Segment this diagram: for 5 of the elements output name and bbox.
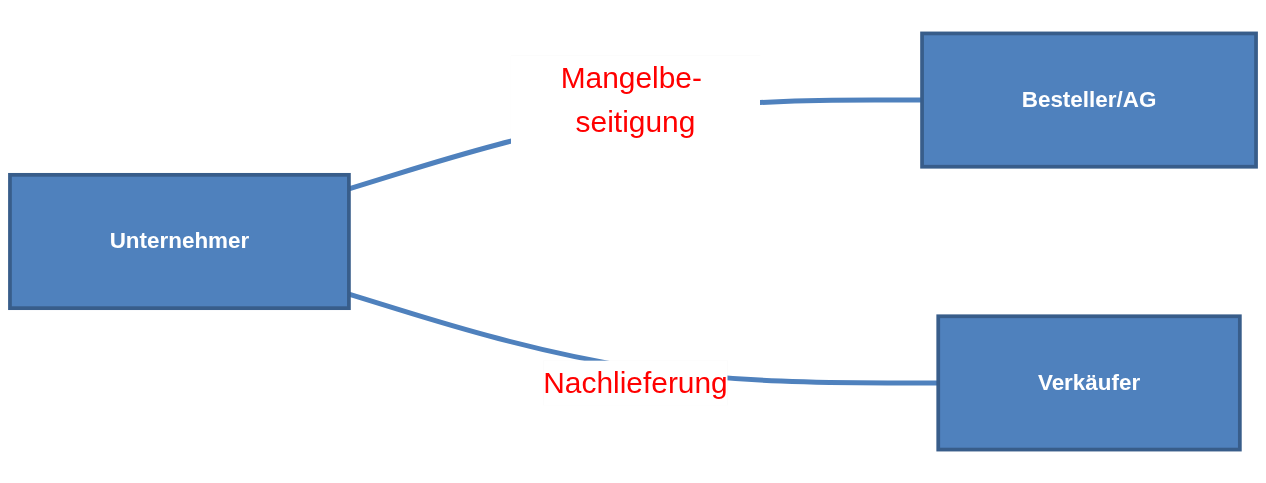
node-box: Besteller/AG [920,31,1258,169]
edge-label: Mangelbe- seitigung [560,60,702,139]
node-box: Verkäufer [936,314,1242,452]
edge-label: Nachlieferung [543,365,728,400]
node-box: Unternehmer [8,172,351,311]
